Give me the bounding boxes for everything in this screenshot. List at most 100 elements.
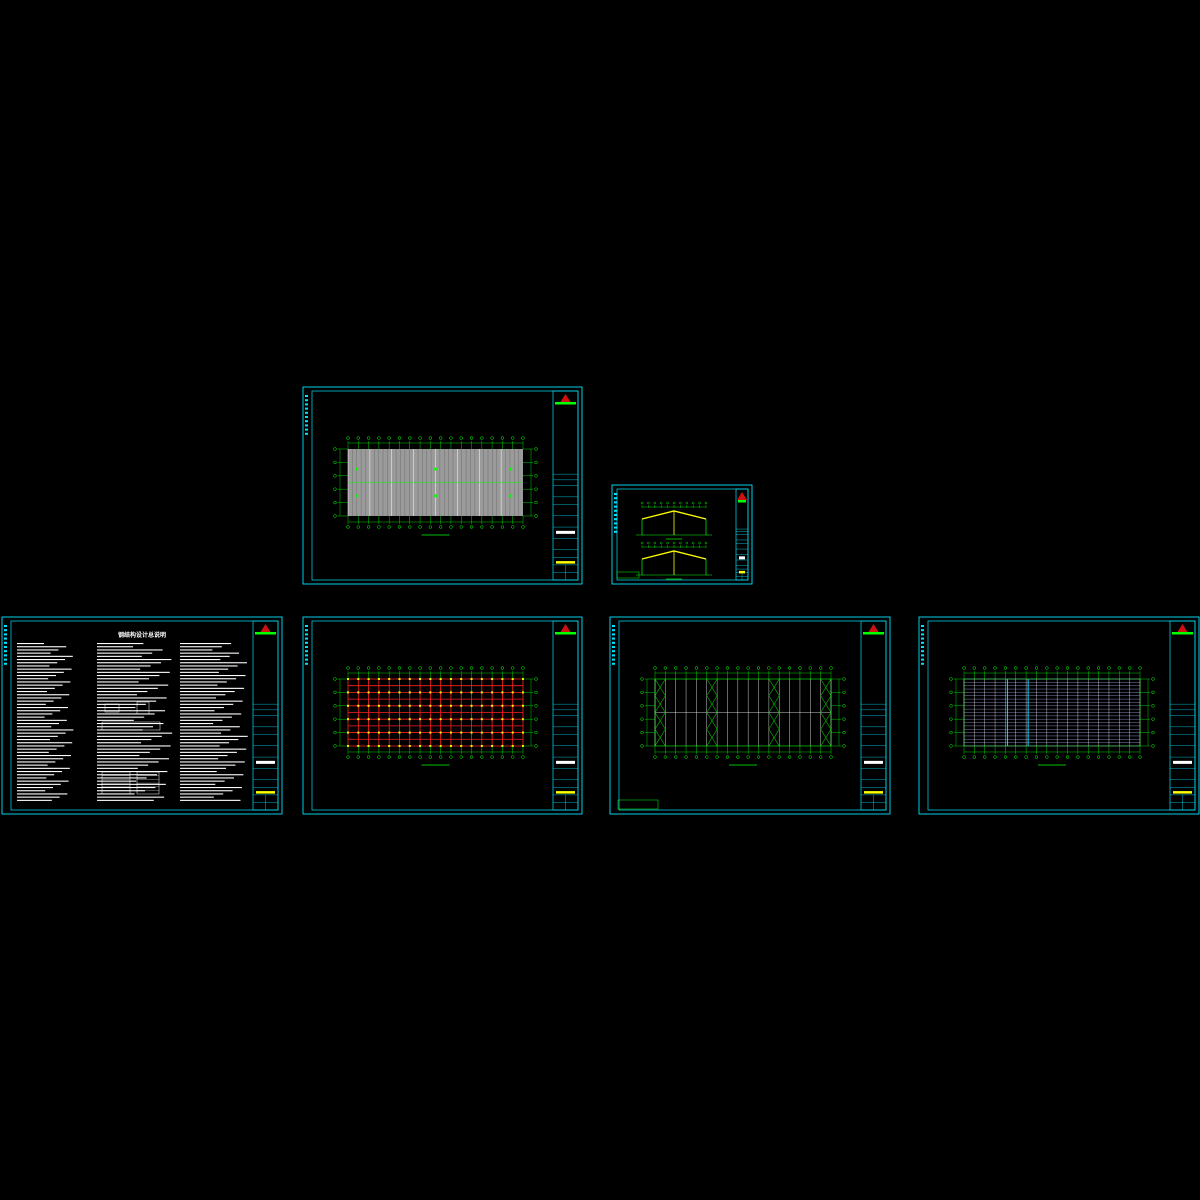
title-block-stamp xyxy=(864,791,883,794)
axis-bubble xyxy=(672,541,676,545)
axis-bubble xyxy=(1034,666,1039,670)
axis-bubble xyxy=(534,677,538,681)
axis-bubble xyxy=(1055,755,1059,759)
axis-bubble xyxy=(459,525,463,529)
notes-text-line xyxy=(180,719,223,721)
axis-bubble xyxy=(1107,755,1111,759)
axis-bubble xyxy=(640,730,644,735)
notes-text-line xyxy=(97,646,133,648)
axis-bubble xyxy=(511,525,515,529)
axis-bubble xyxy=(333,730,337,735)
notes-text-line xyxy=(180,742,229,744)
column-marker xyxy=(511,731,514,734)
binding-strip-mark xyxy=(305,420,308,423)
axis-bubble xyxy=(746,755,750,759)
column-marker xyxy=(470,691,473,694)
binding-strip-mark xyxy=(614,501,617,504)
sheet-column-layout-plan[interactable] xyxy=(302,616,583,815)
sheet-roof-panel-plan[interactable] xyxy=(302,386,583,585)
axis-bubble xyxy=(356,525,360,529)
notes-text-line xyxy=(180,764,236,766)
sheet-design-notes[interactable]: 钢结构设计总说明 xyxy=(1,616,283,815)
notes-text-line xyxy=(17,703,46,705)
axis-bubble xyxy=(534,717,538,721)
column-marker xyxy=(357,691,360,694)
notes-text-line xyxy=(180,774,244,776)
binding-strip-mark xyxy=(305,416,308,418)
axis-bubble xyxy=(842,717,846,721)
binding-strip-mark xyxy=(305,641,308,644)
title-block-label xyxy=(556,760,575,764)
column-marker xyxy=(367,731,370,734)
notes-text-line xyxy=(97,681,139,683)
notes-text-line xyxy=(180,793,224,795)
notes-text-line xyxy=(180,732,222,734)
notes-text-line xyxy=(180,723,214,725)
binding-strip-mark xyxy=(4,625,7,627)
sheet-inner-border xyxy=(616,488,749,581)
sheet-outer-border xyxy=(918,616,1200,815)
axis-bubble xyxy=(949,744,953,748)
notes-text-line xyxy=(97,713,155,715)
axis-bubble xyxy=(333,690,337,695)
axis-bubble xyxy=(534,447,538,451)
axis-bubble xyxy=(333,677,337,681)
axis-bubble xyxy=(534,514,538,518)
notes-text-line xyxy=(97,783,166,785)
axis-bubble xyxy=(842,677,846,681)
axis-bubble xyxy=(972,666,977,670)
binding-strip-mark xyxy=(305,395,308,397)
axis-bubble xyxy=(438,525,443,529)
axis-bubble xyxy=(705,755,709,759)
column-marker xyxy=(367,704,370,707)
notes-text-line xyxy=(17,723,59,725)
axis-bubble xyxy=(534,460,538,465)
title-block-stamp xyxy=(739,570,745,574)
notes-text-line xyxy=(17,707,68,709)
axis-bubble xyxy=(1151,690,1155,695)
axis-bubble xyxy=(500,436,505,440)
notes-text-line xyxy=(97,726,153,728)
binding-strip-mark xyxy=(305,662,308,665)
binding-strip-mark xyxy=(921,637,924,640)
notes-text-line xyxy=(180,697,216,699)
notes-text-line xyxy=(180,671,219,673)
notes-text-line xyxy=(17,655,73,657)
notes-text-line xyxy=(97,687,158,689)
notes-text-line xyxy=(97,694,137,696)
notes-text-line xyxy=(97,745,171,747)
notes-text-line xyxy=(17,678,49,680)
column-marker xyxy=(449,718,452,721)
axis-bubble xyxy=(459,666,463,670)
notes-text-line xyxy=(97,678,149,680)
column-marker xyxy=(388,704,391,707)
notes-text-line xyxy=(17,790,46,792)
sheet-purlin-plan[interactable] xyxy=(918,616,1200,815)
notes-text-line xyxy=(180,790,233,792)
drain-point xyxy=(434,494,437,498)
axis-bubble xyxy=(346,436,350,440)
column-marker xyxy=(357,731,360,734)
binding-strip-mark xyxy=(612,633,615,636)
axis-bubble xyxy=(521,666,525,670)
company-logo-icon xyxy=(255,624,276,635)
axis-bubble xyxy=(647,501,650,505)
axis-bubble xyxy=(798,755,802,759)
title-block-label xyxy=(739,556,745,560)
binding-strip-mark xyxy=(614,522,617,525)
binding-strip-mark xyxy=(921,629,924,632)
notes-text-line xyxy=(17,716,45,718)
sheet-bracing-plan[interactable] xyxy=(609,616,891,815)
notes-text-line xyxy=(97,700,157,702)
notes-text-line xyxy=(97,761,159,763)
axis-bubble xyxy=(1138,755,1142,759)
axis-bubble xyxy=(346,525,350,529)
sheet-frame-elevation[interactable] xyxy=(611,484,753,585)
notes-text-line xyxy=(180,659,221,661)
column-marker xyxy=(377,731,380,734)
axis-bubble xyxy=(1096,755,1101,759)
binding-strip-mark xyxy=(614,514,617,516)
legend-table xyxy=(616,571,640,579)
column-marker xyxy=(388,691,391,694)
